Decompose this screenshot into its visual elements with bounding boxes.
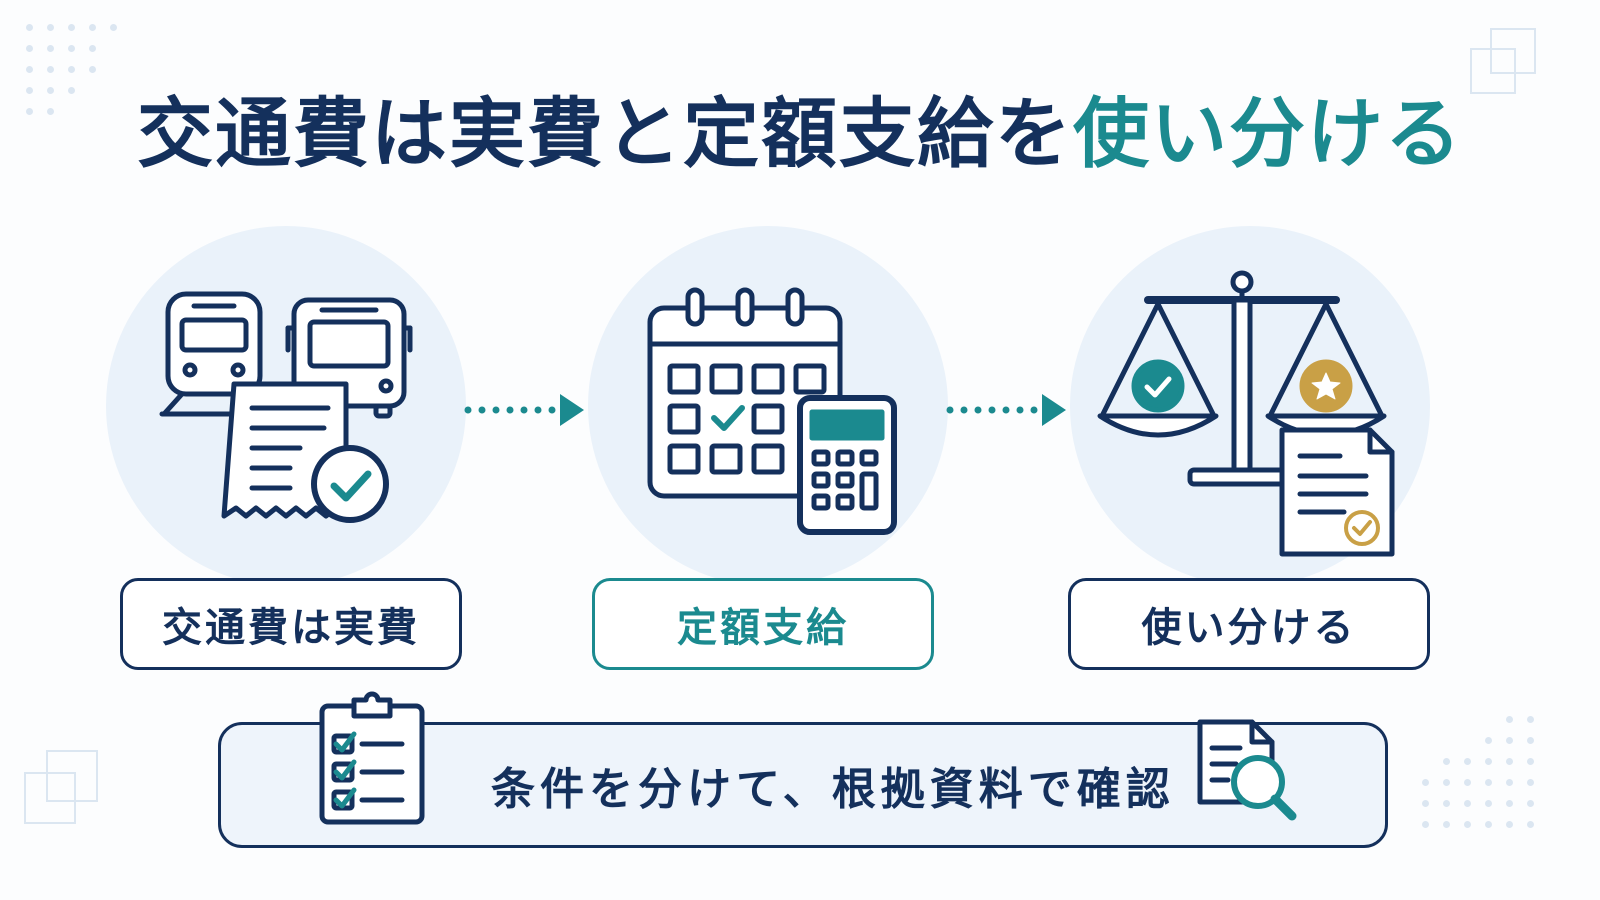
decorative-dot <box>68 87 75 94</box>
decorative-dots-bottom-right <box>1422 716 1548 842</box>
decorative-dot <box>1506 779 1513 786</box>
decorative-dot <box>1527 737 1534 744</box>
decorative-dot <box>89 45 96 52</box>
step-3-label-text: 使い分ける <box>1141 605 1357 651</box>
decorative-square <box>46 750 98 802</box>
decorative-square <box>24 772 76 824</box>
decorative-square <box>1470 48 1516 94</box>
decorative-dot <box>1464 821 1471 828</box>
decorative-dot <box>26 24 33 31</box>
step-2-label-text: 定額支給 <box>677 605 849 651</box>
decorative-dot <box>89 24 96 31</box>
title-main: 交通費は実費と定額支給を <box>137 89 1073 178</box>
decorative-dot <box>1506 800 1513 807</box>
calendar-calculator-icon <box>647 287 897 535</box>
step-1-label: 交通費は実費 <box>120 578 462 670</box>
decorative-dot <box>1485 800 1492 807</box>
decorative-dot <box>1485 821 1492 828</box>
decorative-dot <box>1464 779 1471 786</box>
document-search-icon <box>1197 719 1297 821</box>
decorative-dot <box>47 45 54 52</box>
flow-arrow-1 <box>464 394 584 426</box>
step-3-label: 使い分ける <box>1068 578 1430 670</box>
decorative-dots-top-left <box>26 24 131 129</box>
decorative-dot <box>1506 821 1513 828</box>
decorative-dot <box>1527 821 1534 828</box>
decorative-dot <box>26 87 33 94</box>
page-title: 交通費は実費と定額支給を使い分ける <box>0 96 1600 172</box>
decorative-dot <box>1527 758 1534 765</box>
decorative-dot <box>26 108 33 115</box>
step-1-label-text: 交通費は実費 <box>162 605 420 651</box>
decorative-dot <box>1506 737 1513 744</box>
decorative-dot <box>1527 779 1534 786</box>
decorative-dot <box>1422 821 1429 828</box>
decorative-dot <box>1443 779 1450 786</box>
bottom-summary-text: 条件を分けて、根拠資料で確認 <box>491 764 1175 815</box>
decorative-square <box>1490 28 1536 74</box>
decorative-dot <box>1422 779 1429 786</box>
decorative-dot <box>1506 716 1513 723</box>
step-2-label: 定額支給 <box>592 578 934 670</box>
decorative-dot <box>68 45 75 52</box>
decorative-dot <box>1464 800 1471 807</box>
decorative-dot <box>89 66 96 73</box>
decorative-dot <box>47 87 54 94</box>
decorative-dot <box>26 66 33 73</box>
decorative-dot <box>1506 758 1513 765</box>
decorative-dot <box>47 66 54 73</box>
decorative-dot <box>1485 779 1492 786</box>
decorative-dot <box>1443 821 1450 828</box>
decorative-dot <box>26 45 33 52</box>
decorative-dot <box>1443 758 1450 765</box>
decorative-dot <box>47 24 54 31</box>
train-bus-receipt-icon <box>159 291 413 523</box>
decorative-dot <box>1527 800 1534 807</box>
decorative-dot <box>47 108 54 115</box>
decorative-dot <box>1485 737 1492 744</box>
decorative-dot <box>1443 800 1450 807</box>
balance-scale-document-icon <box>1097 270 1395 557</box>
decorative-dot <box>68 66 75 73</box>
decorative-dot <box>1422 800 1429 807</box>
decorative-dot <box>1527 716 1534 723</box>
flow-arrow-2 <box>946 394 1066 426</box>
decorative-dot <box>68 24 75 31</box>
decorative-dot <box>1464 758 1471 765</box>
decorative-dot <box>1485 758 1492 765</box>
title-accent: 使い分ける <box>1073 89 1463 178</box>
clipboard-checklist-icon <box>319 691 425 825</box>
decorative-dot <box>110 24 117 31</box>
